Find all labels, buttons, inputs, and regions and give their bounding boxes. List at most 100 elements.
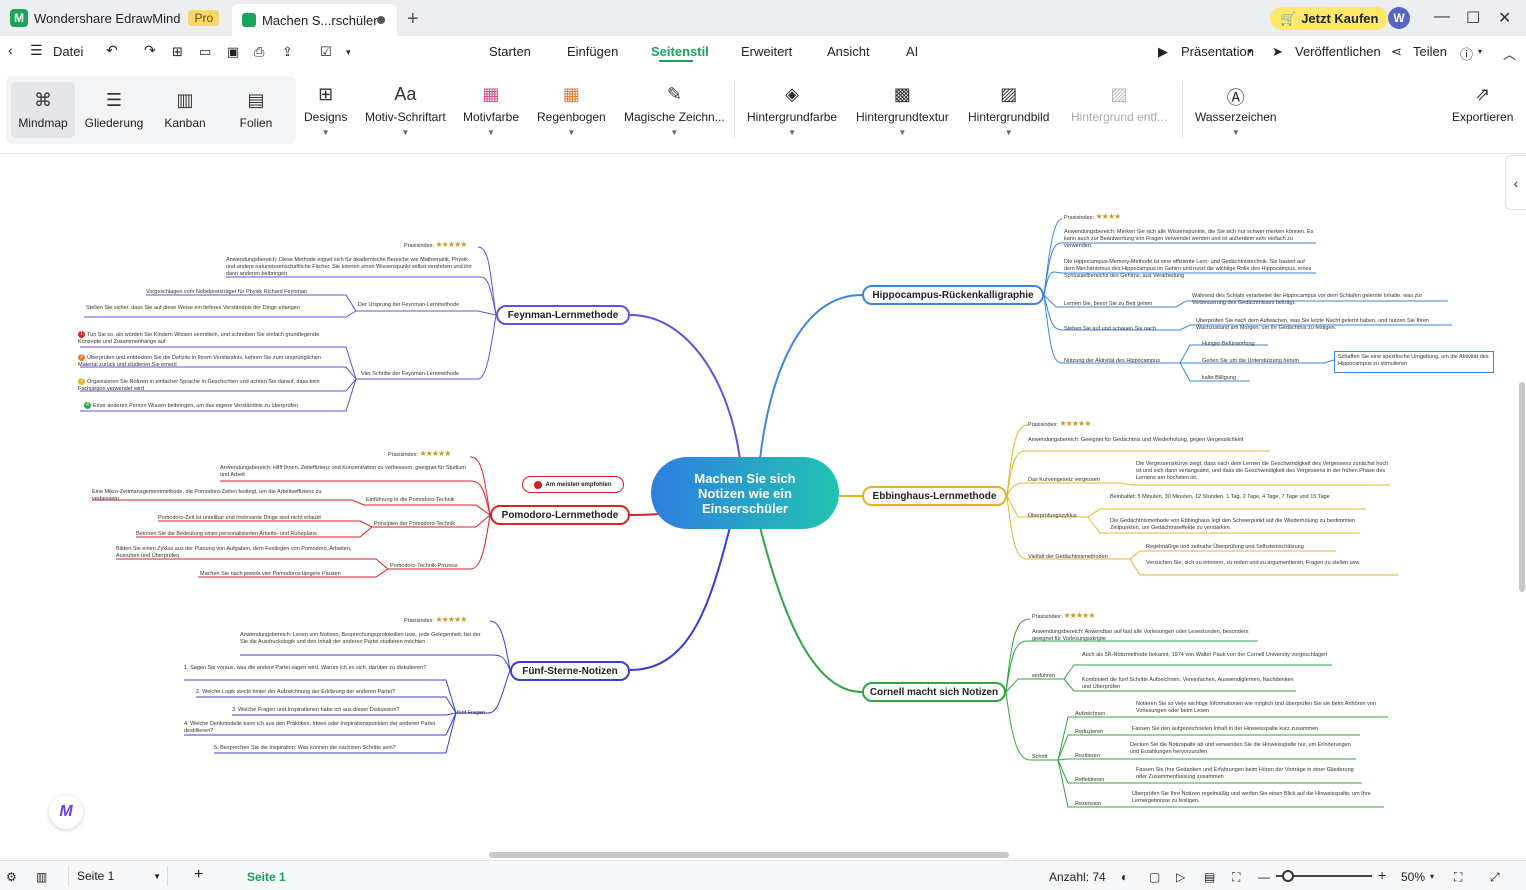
zoom-slider[interactable] [1276,875,1372,877]
cornell-step-1-detail[interactable]: Notieren Sie so viele wichtige Informati… [1136,701,1376,714]
new-tab-plus-icon[interactable]: + [407,8,419,30]
pomodoro-process-2[interactable]: Machen Sie nach jeweils vier Pomodoros l… [200,571,341,577]
collapse-ribbon-icon[interactable]: ︿ [1503,47,1517,62]
pomodoro-intro-1[interactable]: Eine Mikro-Zeitmanagementmethode, die Po… [92,489,322,502]
new-file-icon[interactable]: ⊞ [172,44,183,59]
feynman-origin[interactable]: Der Ursprung der Feynman-Lernmethode [358,302,460,308]
pomodoro-principle-2[interactable]: Betonen Sie die Bedeutung eines personal… [136,531,317,537]
fivestar-question-5[interactable]: 5. Besprechen Sie die Inspiration: Was k… [214,745,396,751]
page-select[interactable]: Seite 1 ▼ [68,866,168,886]
map-settings-icon[interactable]: ⚙ [6,870,17,884]
document-tab[interactable]: Machen S...rschüler [232,4,397,36]
rainbow-button[interactable]: ▦ Regenbogen ▼ [537,84,606,137]
feynman-origin-2[interactable]: Stellen Sie sicher, dass Sie auf diese W… [86,305,300,311]
hippo-activity[interactable]: Nutzung der Aktivität des Hippocampus [1064,358,1160,364]
fit-page-icon[interactable]: ⛶ [1232,870,1241,884]
view-outline[interactable]: ☰ Gliederung [82,82,146,138]
maximize-icon[interactable]: ☐ [1466,10,1481,27]
cornell-step-5-detail[interactable]: Überprüfen Sie Ihre Notizen regelmäßig u… [1132,791,1371,804]
play-icon[interactable]: ▷ [1176,870,1186,884]
hippo-activity-1[interactable]: Hunger-Befürwortung [1202,341,1255,347]
hippo-activity-3[interactable]: kalte Billigung [1202,375,1236,381]
hippo-description[interactable]: Die Hippocampus-Memory-Methode ist eine … [1064,259,1312,279]
view-mindmap[interactable]: ⌘ Mindmap [11,82,75,138]
branch-cornell[interactable]: Cornell macht sich Notizen [862,682,1006,702]
view-slides[interactable]: ▤ Folien [224,82,288,138]
panel-layout-icon[interactable]: ▥ [36,870,48,884]
zoom-in-icon[interactable]: + [1378,867,1387,883]
help-icon[interactable]: ⓘ [1460,47,1474,62]
tab-ansicht[interactable]: Ansicht [827,44,870,59]
tab-erweitert[interactable]: Erweitert [741,44,793,59]
tab-starten[interactable]: Starten [489,44,531,59]
app-tab[interactable]: M Wondershare EdrawMind Pro [0,0,220,36]
ebbing-cycle[interactable]: Überprüfungszyklus [1028,513,1077,519]
export-icon[interactable]: ⇪ [282,44,293,59]
magic-draw-button[interactable]: ✎ Magische Zeichn... ▼ [624,84,725,137]
fivestar-question-2[interactable]: 2. Welche Logik steckt hinter der Aufzei… [196,689,395,695]
buy-now-button[interactable]: 🛒 Jetzt Kaufen [1270,7,1389,30]
mindmap-canvas[interactable]: Machen Sie sich Notizen wie ein Einsersc… [0,155,1526,860]
hippo-use[interactable]: Anwendungsbereich: Merken Sie sich alle … [1064,229,1314,249]
ebbing-variety-2[interactable]: Versuchen Sie, sich zu erinnern, zu rede… [1146,560,1361,566]
cornell-use[interactable]: Anwendungsbereich: Anwendbar auf fast al… [1032,629,1249,642]
background-image-button[interactable]: ▨ Hintergrundbild ▼ [968,84,1049,137]
add-page-icon[interactable]: + [194,866,204,883]
ebbing-variety-1[interactable]: Regelmäßige und zeitnahe Überprüfung und… [1146,544,1304,550]
central-topic[interactable]: Machen Sie sich Notizen wie ein Einsersc… [651,457,839,529]
hippo-wake-up-detail[interactable]: Überprüfen Sie nach dem Aufwachen, was S… [1196,318,1429,331]
more-chevron-icon[interactable]: ▾ [346,47,351,57]
cornell-intro-2[interactable]: Kombiniert die fünf Schritte Aufzeichnen… [1082,677,1294,690]
presentation-chevron-icon[interactable]: ▾ [1248,47,1253,56]
ebbing-curve-detail[interactable]: Die Vergessenskurve zeigt, dass nach dem… [1136,461,1389,481]
feynman-origin-1[interactable]: Vorgeschlagen vom Nobelpreisträger für P… [146,289,308,295]
fivestar-question-4[interactable]: 4. Welche Denkmodelle kann ich aus den P… [184,721,436,734]
cornell-step-1[interactable]: Aufzeichnen [1075,711,1106,717]
back-chevron-icon[interactable]: ‹ [8,42,13,58]
pomodoro-principles[interactable]: Prinzipien der Pomodoro-Technik [374,521,456,527]
ebbing-curve[interactable]: Das Kurvengesetz vergessen [1028,477,1100,483]
full-view-icon[interactable]: ⤢ [1490,870,1500,884]
cornell-step-2[interactable]: Reduzieren [1075,729,1104,735]
cornell-step-5[interactable]: Rezension [1075,801,1101,807]
page-tab-1[interactable]: Seite 1 [247,870,286,884]
zoom-slider-handle[interactable] [1282,870,1294,882]
fivestar-question-1[interactable]: 1. Sagen Sie voraus, was die andere Part… [184,665,427,671]
export-button[interactable]: ⇗ Exportieren [1452,84,1513,124]
remove-background-button[interactable]: ▨ Hintergrund entf... [1071,84,1167,124]
close-icon[interactable]: ✕ [1498,10,1512,27]
fivestar-question-3[interactable]: 3. Welche Fragen und Inspirationen habe … [232,707,400,713]
zoom-level[interactable]: 50% [1401,870,1426,884]
designs-button[interactable]: ⊞ Designs ▼ [304,84,347,137]
checklist-icon[interactable]: ☑ [320,44,332,59]
pomodoro-process[interactable]: Pomodoro-Technik-Prozess [390,563,458,569]
ebbing-cycle-1[interactable]: Beinhaltet: 5 Minuten, 30 Minuten, 12 St… [1110,494,1330,500]
theme-color-button[interactable]: ▦ Motivfarbe ▼ [463,84,519,137]
hippo-wake-up[interactable]: Stehen Sie auf und schauen Sie nach [1064,326,1157,332]
branch-pomodoro[interactable]: Pomodoro-Lernmethode [490,505,630,525]
outline-view-icon[interactable]: ▤ [1204,870,1216,884]
redo-icon[interactable]: ↷ [144,42,156,58]
branch-feynman[interactable]: Feynman-Lernmethode [496,305,630,325]
cornell-step-3[interactable]: Rezitieren [1075,753,1100,759]
pomodoro-process-1[interactable]: Bilden Sie einen Zyklus aus der Planung … [116,546,352,559]
save-icon[interactable]: ▣ [227,44,240,59]
user-avatar[interactable]: W [1388,7,1410,29]
file-menu[interactable]: Datei [53,44,84,59]
ai-assistant-button[interactable]: M [49,795,83,829]
cornell-step-3-detail[interactable]: Decken Sie die Notizspalte ab und verwen… [1130,742,1351,755]
ebbing-use[interactable]: Anwendungsbereich: Geeignet für Gedächtn… [1028,437,1244,443]
zoom-chevron-icon[interactable]: ▾ [1430,872,1435,881]
print-icon[interactable]: ⎙ [254,44,265,59]
hippo-before-bed[interactable]: Lernen Sie, bevor Sie zu Bett gehen [1064,301,1153,307]
pomodoro-intro[interactable]: Einführung in die Pomodoro-Technik [366,497,455,503]
feynman-steps[interactable]: Vier Schritte der Feynman-Lernmethode [361,371,460,377]
publish-button[interactable]: Veröffentlichen [1295,44,1381,59]
hippo-activity-2[interactable]: Gehen Sie um die Unterstützung herum [1202,358,1299,364]
open-folder-icon[interactable]: ▭ [199,44,212,59]
cornell-intro[interactable]: einführen [1032,673,1055,679]
minimize-icon[interactable]: — [1434,8,1450,25]
theme-toggle-icon[interactable]: ◐ [1121,870,1129,884]
